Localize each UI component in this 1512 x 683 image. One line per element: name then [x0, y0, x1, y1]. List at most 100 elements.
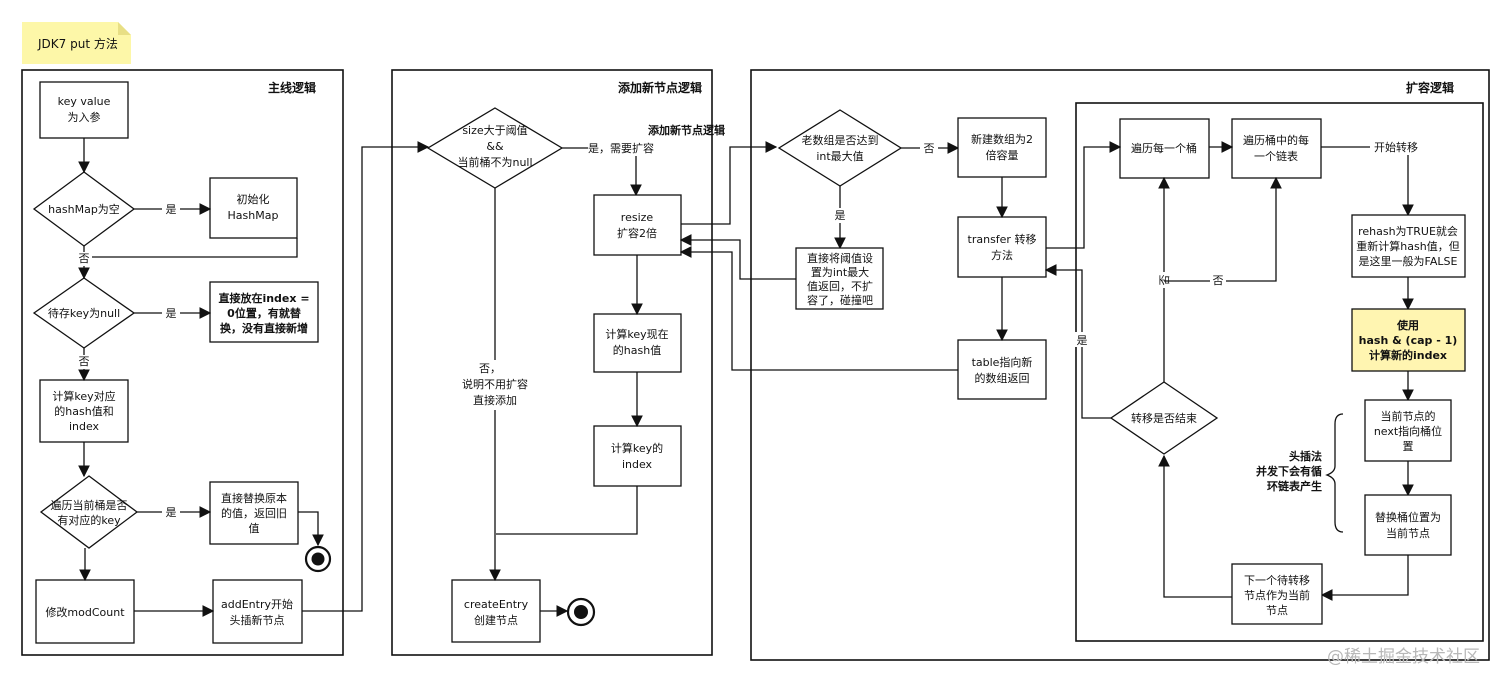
size-check-line2: &&: [486, 140, 504, 153]
title-note-text: JDK7 put 方法: [37, 36, 118, 51]
no-label-b: 否: [1213, 274, 1224, 287]
yes-label-1: 是: [166, 203, 177, 216]
add-entry-line2: 头插新节点: [230, 613, 285, 627]
modcount-text: 修改modCount: [45, 605, 125, 619]
create-entry-line2: 创建节点: [474, 613, 518, 627]
no-direct-line3: 直接添加: [473, 393, 517, 407]
old-max-diamond: [777, 109, 903, 187]
calc-hash-line3: index: [69, 420, 100, 433]
next-ptr-line2: next指向桶位: [1374, 424, 1442, 438]
svg-text:transfer 转移方法: transfer 转移方法: [968, 232, 1037, 262]
replace-line1: 直接替换原本: [221, 491, 287, 505]
is-empty-text: hashMap为空: [48, 202, 120, 216]
each-list-line2: 一个链表: [1254, 149, 1298, 163]
table-return-line2: 的数组返回: [975, 371, 1030, 385]
use-hash-line3: 计算新的index: [1369, 348, 1447, 362]
put-index0-line3: 换，没有直接新增: [220, 321, 308, 335]
svg-text:addEntry开始头插新节点: addEntry开始头插新节点: [221, 597, 293, 627]
head-insert-line3: 环链表产生: [1267, 479, 1322, 493]
set-threshold-line4: 容了，碰撞吧: [807, 293, 873, 307]
use-hash-box: [1351, 308, 1466, 372]
use-hash-line2: hash & (cap - 1): [1359, 334, 1458, 347]
no-label-2: 否: [79, 355, 90, 368]
head-insert-line2: 并发下会有循: [1256, 464, 1322, 478]
end-node-main: [304, 545, 332, 573]
resize-no-label: 否: [924, 142, 935, 155]
move-done-diamond: [1109, 381, 1219, 455]
calc-hash-line2: 的hash值和: [54, 404, 113, 418]
resize-line2: 扩容2倍: [617, 226, 657, 240]
replace-line2: 的值，返回旧: [221, 506, 287, 520]
resize-label: 扩容逻辑: [1406, 80, 1454, 95]
svg-text:替换桶位置为当前节点: 替换桶位置为当前节点: [1375, 510, 1441, 540]
key-value-line2: 为入参: [68, 110, 101, 124]
next-node-line3: 节点: [1266, 604, 1288, 617]
init-line2: HashMap: [228, 209, 279, 222]
new-array-line2: 倍容量: [986, 148, 1019, 162]
create-entry-line1: createEntry: [464, 598, 529, 611]
head-insert-line1: 头插法: [1289, 449, 1322, 463]
title-note: JDK7 put 方法: [22, 22, 131, 64]
resize-line1: resize: [621, 211, 654, 224]
put-index0-line1: 直接放在index =: [218, 291, 309, 305]
init-line1: 初始化: [237, 192, 270, 206]
next-ptr-line3: 置: [1403, 440, 1414, 453]
yes-resize-label: 是，需要扩容: [588, 141, 654, 155]
main-logic-label: 主线逻辑: [268, 80, 316, 95]
traverse-line2: 有对应的key: [57, 513, 121, 527]
calc-index-line1: 计算key的: [611, 441, 663, 455]
each-bucket-text: 遍历每一个桶: [1131, 141, 1197, 155]
no-label-1: 否: [79, 252, 90, 265]
svg-text:直接将阈值设置为int最大值返回，不扩容了，碰撞吧: 直接将阈值设置为int最大值返回，不扩容了，碰撞吧: [807, 251, 873, 307]
next-ptr-line1: 当前节点的: [1381, 409, 1436, 423]
end-node-add: [566, 597, 596, 627]
size-check-line1: size大于阈值: [462, 123, 527, 137]
add-entry-line1: addEntry开始: [221, 597, 293, 611]
each-list-line1: 遍历桶中的每: [1243, 133, 1309, 147]
calc-hash-line1: 计算key对应: [52, 389, 115, 403]
start-move-label: 开始转移: [1374, 140, 1418, 154]
svg-text:否，说明不用扩容直接添加: 否， 说明不用扩容直接添加: [462, 362, 528, 407]
rehash-line1b: 重新计算hash值，但: [1356, 239, 1459, 253]
svg-text:遍历当前桶是否有对应的key: 遍历当前桶是否有对应的key: [51, 498, 128, 527]
old-max-line2: int最大值: [816, 149, 863, 163]
recalc-hash-line1: 计算key现在: [605, 327, 668, 341]
traverse-diamond: [39, 475, 139, 549]
resize-yes-label: 是: [835, 209, 846, 222]
svg-text:table指向新的数组返回: table指向新的数组返回: [972, 355, 1033, 385]
rehash-line3: 是这里一般为FALSE: [1359, 254, 1458, 268]
recalc-hash-line2: 的hash值: [613, 343, 661, 357]
size-check-line3: 当前桶不为null: [457, 155, 532, 169]
rehash-line1: rehash为TRUE就会: [1358, 224, 1458, 238]
svg-text:下一个待转移节点作为当前节点: 下一个待转移节点作为当前节点: [1244, 573, 1310, 617]
yes-label-3: 是: [166, 506, 177, 519]
add-node-outer-label: 添加新节点逻辑: [648, 123, 725, 137]
no-label-a: 否: [1158, 275, 1171, 286]
watermark: @稀土掘金技术社区: [1327, 647, 1480, 667]
put-index0-line2: 0位置，有就替: [227, 306, 302, 320]
replace-pos-line1: 替换桶位置为: [1375, 510, 1441, 524]
transfer-line2: 方法: [991, 248, 1013, 262]
no-direct-line2: 说明不用扩容: [462, 377, 528, 391]
set-threshold-line3: 值返回，不扩: [807, 279, 873, 293]
traverse-line1: 遍历当前桶是否: [51, 498, 128, 512]
no-direct-line1: 否，: [479, 362, 501, 375]
calc-index-line2: index: [622, 458, 653, 471]
add-node-frame: [391, 69, 713, 656]
svg-text:计算key现在的hash值: 计算key现在的hash值: [605, 327, 668, 357]
svg-text:头插法并发下会有循环链表产生: 头插法并发下会有循环链表产生: [1256, 449, 1322, 493]
replace-pos-line2: 当前节点: [1386, 526, 1430, 540]
svg-text:直接放在index =0位置，有就替换，没有直接新增: 直接放在index =0位置，有就替换，没有直接新增: [218, 291, 309, 335]
transfer-line1: transfer 转移: [968, 232, 1037, 246]
resize-frame: [750, 69, 1490, 661]
